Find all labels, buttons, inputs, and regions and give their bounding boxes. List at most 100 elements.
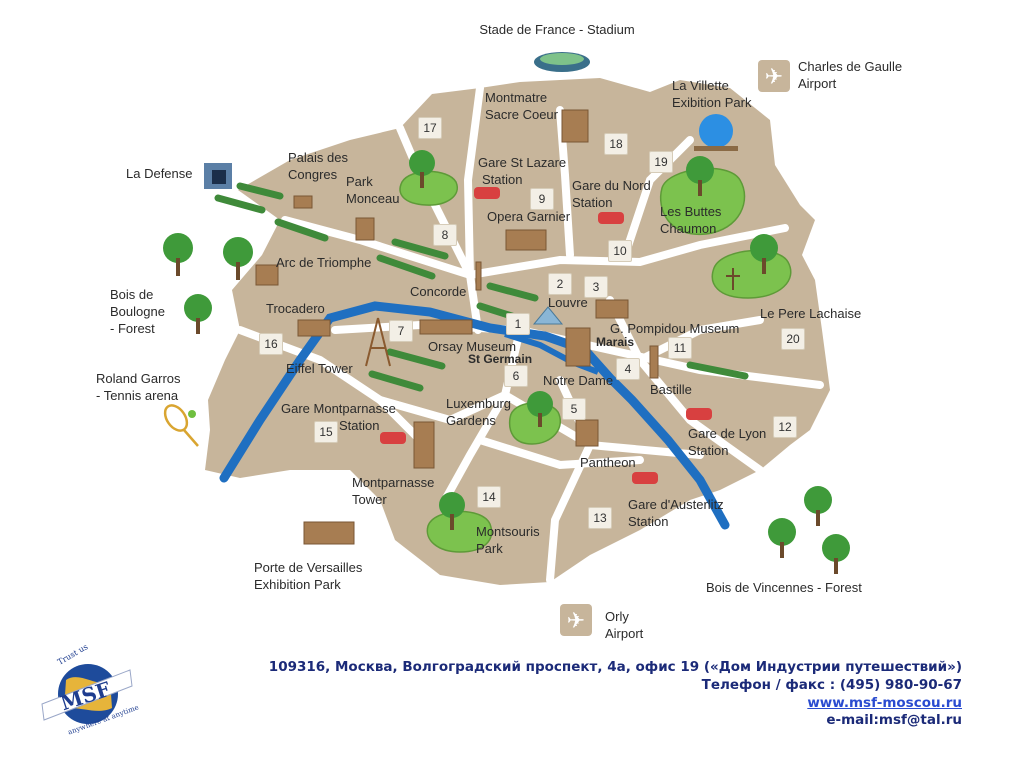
la-villette-line-1: La Villette [672, 78, 729, 93]
train-icon [380, 432, 406, 444]
arrondissement-17: 17 [418, 117, 442, 139]
train-icons [380, 187, 712, 484]
buttes-chaumont-line-2: Chaumon [660, 221, 717, 236]
opera-garnier-label: Opera Garnier [487, 209, 571, 224]
porte-versailles-icon [303, 521, 355, 545]
st-germain-label: St Germain [468, 352, 533, 366]
porte-versailles-line-1: Porte de Versailles [254, 560, 363, 575]
bois-boulogne-label: Bois de Boulogne - Forest [110, 286, 165, 337]
pompidou-icon [595, 299, 629, 319]
svg-text:✈: ✈ [567, 609, 585, 634]
trocadero-icon [297, 319, 331, 337]
trees [163, 150, 850, 574]
svg-text:✈: ✈ [765, 65, 783, 90]
palais-congres-label: Palais des Congres [288, 149, 348, 183]
luxemburg-line-1: Luxemburg [446, 396, 512, 411]
tree-icon [163, 233, 193, 276]
porte-versailles-line-2: Exhibition Park [254, 577, 341, 592]
montparnasse-tower-icon [413, 421, 435, 469]
cross-icon [726, 268, 740, 290]
bastille-label: Bastille [650, 382, 692, 397]
arc-triomphe-label: Arc de Triomphe [276, 255, 372, 270]
arrondissement-9: 9 [530, 188, 554, 210]
notre-dame-icon [565, 327, 591, 367]
austerlitz-line-1: Gare d'Austerlitz [628, 497, 724, 512]
marais-label: Marais [596, 335, 635, 349]
montsouris-label: Montsouris Park [476, 523, 540, 557]
austerlitz-line-2: Station [628, 514, 669, 529]
austerlitz-label: Gare d'Austerlitz Station [628, 496, 724, 530]
montsouris-line-2: Park [476, 541, 503, 556]
bois-boulogne-line-1: Bois de [110, 287, 154, 302]
la-defense-label: La Defense [126, 166, 193, 181]
concorde-label: Concorde [410, 284, 467, 299]
pompidou-label: G. Pompidou Museum [610, 321, 740, 336]
buttes-chaumont-line-1: Les Buttes [660, 204, 722, 219]
footer-address: 109316, Москва, Волгоградский проспект, … [268, 659, 962, 675]
footer-email[interactable]: e-mail:msf@tal.ru [826, 712, 962, 728]
tree-icon [686, 156, 714, 196]
arrondissement-20: 20 [781, 328, 805, 350]
park-monceau-area [399, 170, 458, 206]
arrondissement-13: 13 [588, 507, 612, 529]
park-monceau-icon [355, 217, 375, 241]
geode-sphere-icon [694, 114, 738, 151]
msf-logo [41, 664, 133, 724]
park-monceau-line-1: Park [346, 174, 373, 189]
arrondissement-15: 15 [314, 421, 338, 443]
arrondissement-3: 3 [584, 276, 608, 298]
tree-icon [409, 150, 435, 188]
gare-lyon-line-2: Station [688, 443, 729, 458]
arrondissement-16: 16 [259, 333, 283, 355]
la-villette-label: La Villette Exibition Park [672, 77, 751, 111]
palais-congres-icon [293, 195, 313, 209]
park-lachaise-area [711, 249, 792, 299]
arrondissement-4: 4 [616, 358, 640, 380]
palais-congres-line-1: Palais des [288, 150, 348, 165]
tree-icon [750, 234, 778, 274]
arrondissement-10: 10 [608, 240, 632, 262]
orly-line-1: Orly [605, 609, 629, 624]
park-monceau-label: Park Monceau [346, 173, 399, 207]
bois-vincennes-label: Bois de Vincennes - Forest [706, 580, 862, 595]
palais-congres-line-2: Congres [288, 167, 338, 182]
pere-lachaise-label: Le Pere Lachaise [760, 306, 862, 321]
la-villette-line-2: Exibition Park [672, 95, 752, 110]
louvre-pyramid-icon [532, 306, 564, 325]
montparnasse-tower-line-2: Tower [352, 492, 387, 507]
opera-garnier-icon [505, 229, 547, 251]
sacre-coeur-icon [561, 109, 589, 143]
bois-boulogne-line-2: Boulogne [110, 304, 165, 319]
gare-st-lazare-label: Gare St Lazare Station [478, 154, 566, 188]
luxemburg-line-2: Gardens [446, 413, 496, 428]
montmartre-label: Montmatre Sacre Coeur [485, 89, 558, 123]
gare-st-lazare-line-1: Gare St Lazare [478, 155, 567, 170]
montparnasse-tower-label: Montparnasse Tower [352, 474, 434, 508]
gare-st-lazare-line-2: Station [482, 172, 523, 187]
train-icon [598, 212, 624, 224]
orly-line-2: Airport [605, 626, 644, 641]
airplane-icon: ✈ [560, 604, 592, 636]
arrondissement-19: 19 [649, 151, 673, 173]
orsay-icon [419, 319, 473, 335]
train-icon [474, 187, 500, 199]
gare-du-nord-line-1: Gare du Nord [572, 178, 651, 193]
parks [399, 167, 792, 553]
website-link[interactable]: www.msf-moscou.ru [807, 695, 962, 711]
train-icon [632, 472, 658, 484]
tree-icon [184, 294, 212, 334]
tree-icon [804, 486, 832, 526]
pantheon-label: Pantheon [580, 455, 636, 470]
grande-arche-icon [204, 163, 232, 189]
cdg-line-1: Charles de Gaulle [798, 59, 903, 74]
arrondissement-14: 14 [477, 486, 501, 508]
gare-lyon-label: Gare de Lyon Station [688, 425, 766, 459]
montparnasse-station-line-1: Gare Montparnasse [281, 401, 396, 416]
roland-garros-label: Roland Garros - Tennis arena [96, 370, 181, 404]
tree-icon [527, 391, 553, 427]
montparnasse-station-label: Gare Montparnasse Station [281, 400, 396, 434]
louvre-label: Louvre [548, 295, 588, 310]
arrondissement-7: 7 [389, 320, 413, 342]
park-monceau-line-2: Monceau [346, 191, 400, 206]
tree-icon [768, 518, 796, 558]
